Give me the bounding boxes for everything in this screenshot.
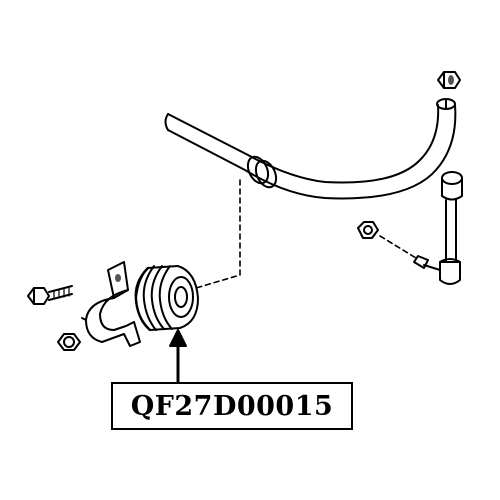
bracket-bolt (27, 285, 73, 305)
link-lower-nut (357, 221, 417, 259)
bushing-bracket (81, 261, 141, 347)
stabilizer-bar (164, 98, 457, 200)
part-number-label: QF27D00015 (111, 382, 353, 430)
link-top-nut (437, 71, 461, 89)
stabilizer-bushing (134, 265, 199, 332)
bracket-nut (57, 333, 81, 351)
pointer-arrow (169, 329, 187, 384)
assembly-guide-line (195, 179, 241, 289)
stabilizer-link (413, 171, 463, 285)
part-number-text: QF27D00015 (130, 390, 334, 422)
